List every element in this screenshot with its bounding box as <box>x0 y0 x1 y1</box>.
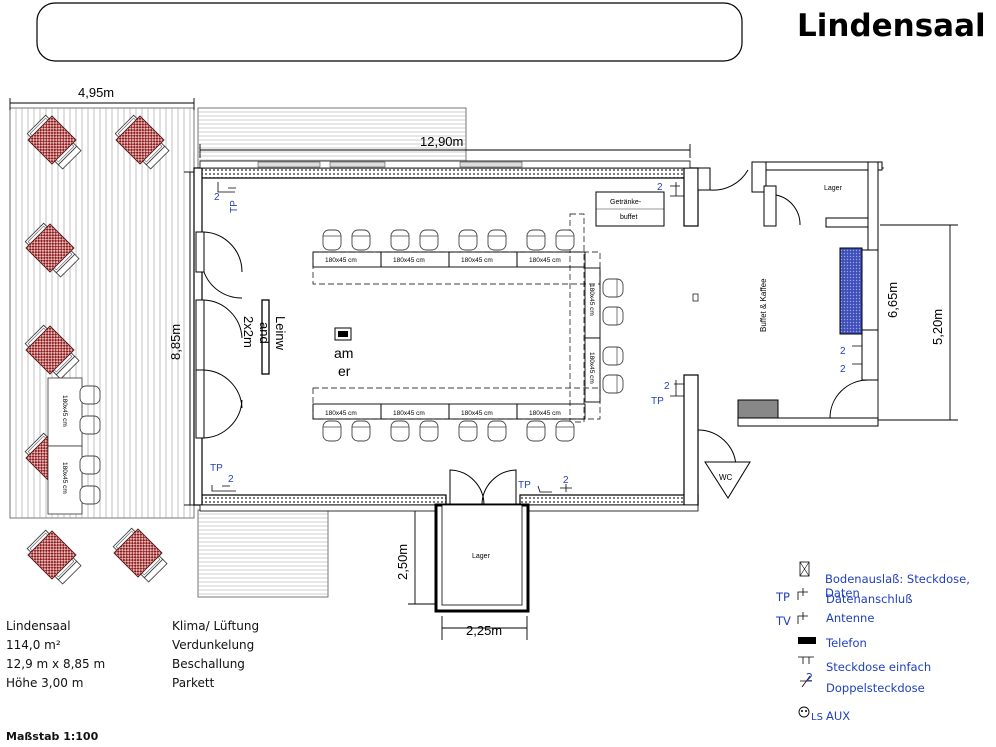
outdoor-table-7 <box>110 525 171 586</box>
title-frame <box>36 2 743 62</box>
drinks-buffet-label-2: buffet <box>620 214 637 221</box>
legend-floor-outlet: Bodenauslaß: Steckdose, Daten <box>825 572 970 600</box>
wc-label: WC <box>719 473 733 482</box>
info-height: Höhe 3,00 m <box>6 676 84 690</box>
projection-screen <box>261 299 270 375</box>
left-doors <box>195 231 243 439</box>
svg-text:TP: TP <box>518 480 531 491</box>
dim-hall-length: 12,90m <box>420 134 463 149</box>
terrace-top <box>197 107 467 169</box>
camera-label-2: er <box>338 363 351 379</box>
svg-text:2: 2 <box>657 182 663 193</box>
conference-tables <box>312 213 601 423</box>
outdoor-table-6 <box>24 527 85 588</box>
legend-socket-num: 2 <box>806 671 813 684</box>
legend-tv: TV <box>776 614 791 628</box>
legend-ls: LS <box>811 712 823 723</box>
storage-room <box>434 503 530 613</box>
hall-info: Lindensaal 114,0 m² 12,9 m x 8,85 m Höhe… <box>6 617 105 693</box>
wc-icon <box>704 461 751 499</box>
antenna-legend-icon <box>797 612 808 624</box>
svg-text:TP: TP <box>651 396 664 407</box>
svg-text:2: 2 <box>228 474 234 485</box>
svg-text:180x45 cm: 180x45 cm <box>461 410 493 417</box>
svg-text:180x45 cm: 180x45 cm <box>325 410 357 417</box>
feature-parquet: Parkett <box>172 676 215 690</box>
screen-label-3: 2x2m <box>241 316 256 348</box>
dim-storage-height: 2,50m <box>395 544 410 580</box>
outdoor-table-label-1: 180x45 cm <box>61 395 68 427</box>
right-doors <box>697 169 869 467</box>
dim-right-depth: 6,65m <box>885 282 900 318</box>
svg-text:2: 2 <box>214 192 220 203</box>
floor-outlet-icon <box>692 293 699 302</box>
feature-sound: Beschallung <box>172 657 245 671</box>
camera-label-1: am <box>334 345 353 361</box>
phone-legend-icon <box>798 637 816 644</box>
dim-storage-width: 2,25m <box>466 623 502 638</box>
svg-text:180x45 cm: 180x45 cm <box>588 352 595 384</box>
info-name: Lindensaal <box>6 619 71 633</box>
info-area: 114,0 m² <box>6 638 61 652</box>
table-labels: 180x45 cm 180x45 cm 180x45 cm 180x45 cm … <box>325 257 595 417</box>
svg-text:2: 2 <box>840 364 846 375</box>
terrace-bottom <box>197 509 329 598</box>
double-socket-legend-icon <box>800 675 812 688</box>
dim-buffet-depth: 5,20m <box>930 309 945 345</box>
info-size: 12,9 m x 8,85 m <box>6 657 106 671</box>
svg-text:180x45 cm: 180x45 cm <box>461 257 493 264</box>
svg-text:180x45 cm: 180x45 cm <box>393 257 425 264</box>
screen-label-1: Leinw <box>273 316 288 351</box>
dim-terrace-width: 4,95m <box>78 85 114 100</box>
outdoor-long-table: 180x45 cm 180x45 cm <box>47 377 101 515</box>
storage-label-2: Lager <box>824 185 843 192</box>
storage-label: Lager <box>472 553 491 560</box>
svg-text:180x45 cm: 180x45 cm <box>529 257 561 264</box>
drinks-buffet-label-1: Getränke- <box>610 199 642 206</box>
svg-text:TP: TP <box>210 463 223 474</box>
legend-data: Datenanschluß <box>826 592 913 606</box>
legend-phone: Telefon <box>826 636 867 650</box>
aux-legend-icon <box>798 706 810 718</box>
buffet-label: Buffet & Kaffee <box>759 278 768 332</box>
legend-aux: AUX <box>826 709 851 723</box>
svg-text:TP: TP <box>229 200 240 213</box>
dim-hall-depth: 8,85m <box>168 324 183 360</box>
feature-climate: Klima/ Lüftung <box>172 619 260 633</box>
screen-label-2: and <box>257 322 272 344</box>
svg-text:180x45 cm: 180x45 cm <box>529 410 561 417</box>
socket-legend-icon <box>798 656 814 664</box>
legend-tp: TP <box>776 590 790 604</box>
page-title: Lindensaal <box>797 8 986 44</box>
data-legend-icon <box>797 588 808 600</box>
legend-socket-single: Steckdose einfach <box>826 660 932 674</box>
legend-antenna: Antenne <box>826 611 875 625</box>
projector-icon <box>334 327 352 341</box>
buffet-counter <box>839 247 863 335</box>
feature-darkening: Verdunkelung <box>172 638 255 652</box>
hall-features: Klima/ Lüftung Verdunkelung Beschallung … <box>172 617 259 693</box>
legend-icons <box>797 561 816 718</box>
svg-text:180x45 cm: 180x45 cm <box>588 284 595 316</box>
scale-label: Maßstab 1:100 <box>6 730 99 743</box>
svg-text:2: 2 <box>563 475 569 486</box>
svg-text:180x45 cm: 180x45 cm <box>325 257 357 264</box>
svg-text:180x45 cm: 180x45 cm <box>393 410 425 417</box>
svg-text:2: 2 <box>664 381 670 392</box>
right-wing-walls <box>697 161 883 427</box>
svg-text:2: 2 <box>840 346 846 357</box>
bottom-door <box>449 469 517 506</box>
socket-markers: 2 TP 2 2 TP TP 2 TP 2 2 2 <box>210 182 862 493</box>
outdoor-table-label-2: 180x45 cm <box>61 462 68 494</box>
legend-socket-double: Doppelsteckdose <box>826 681 925 695</box>
